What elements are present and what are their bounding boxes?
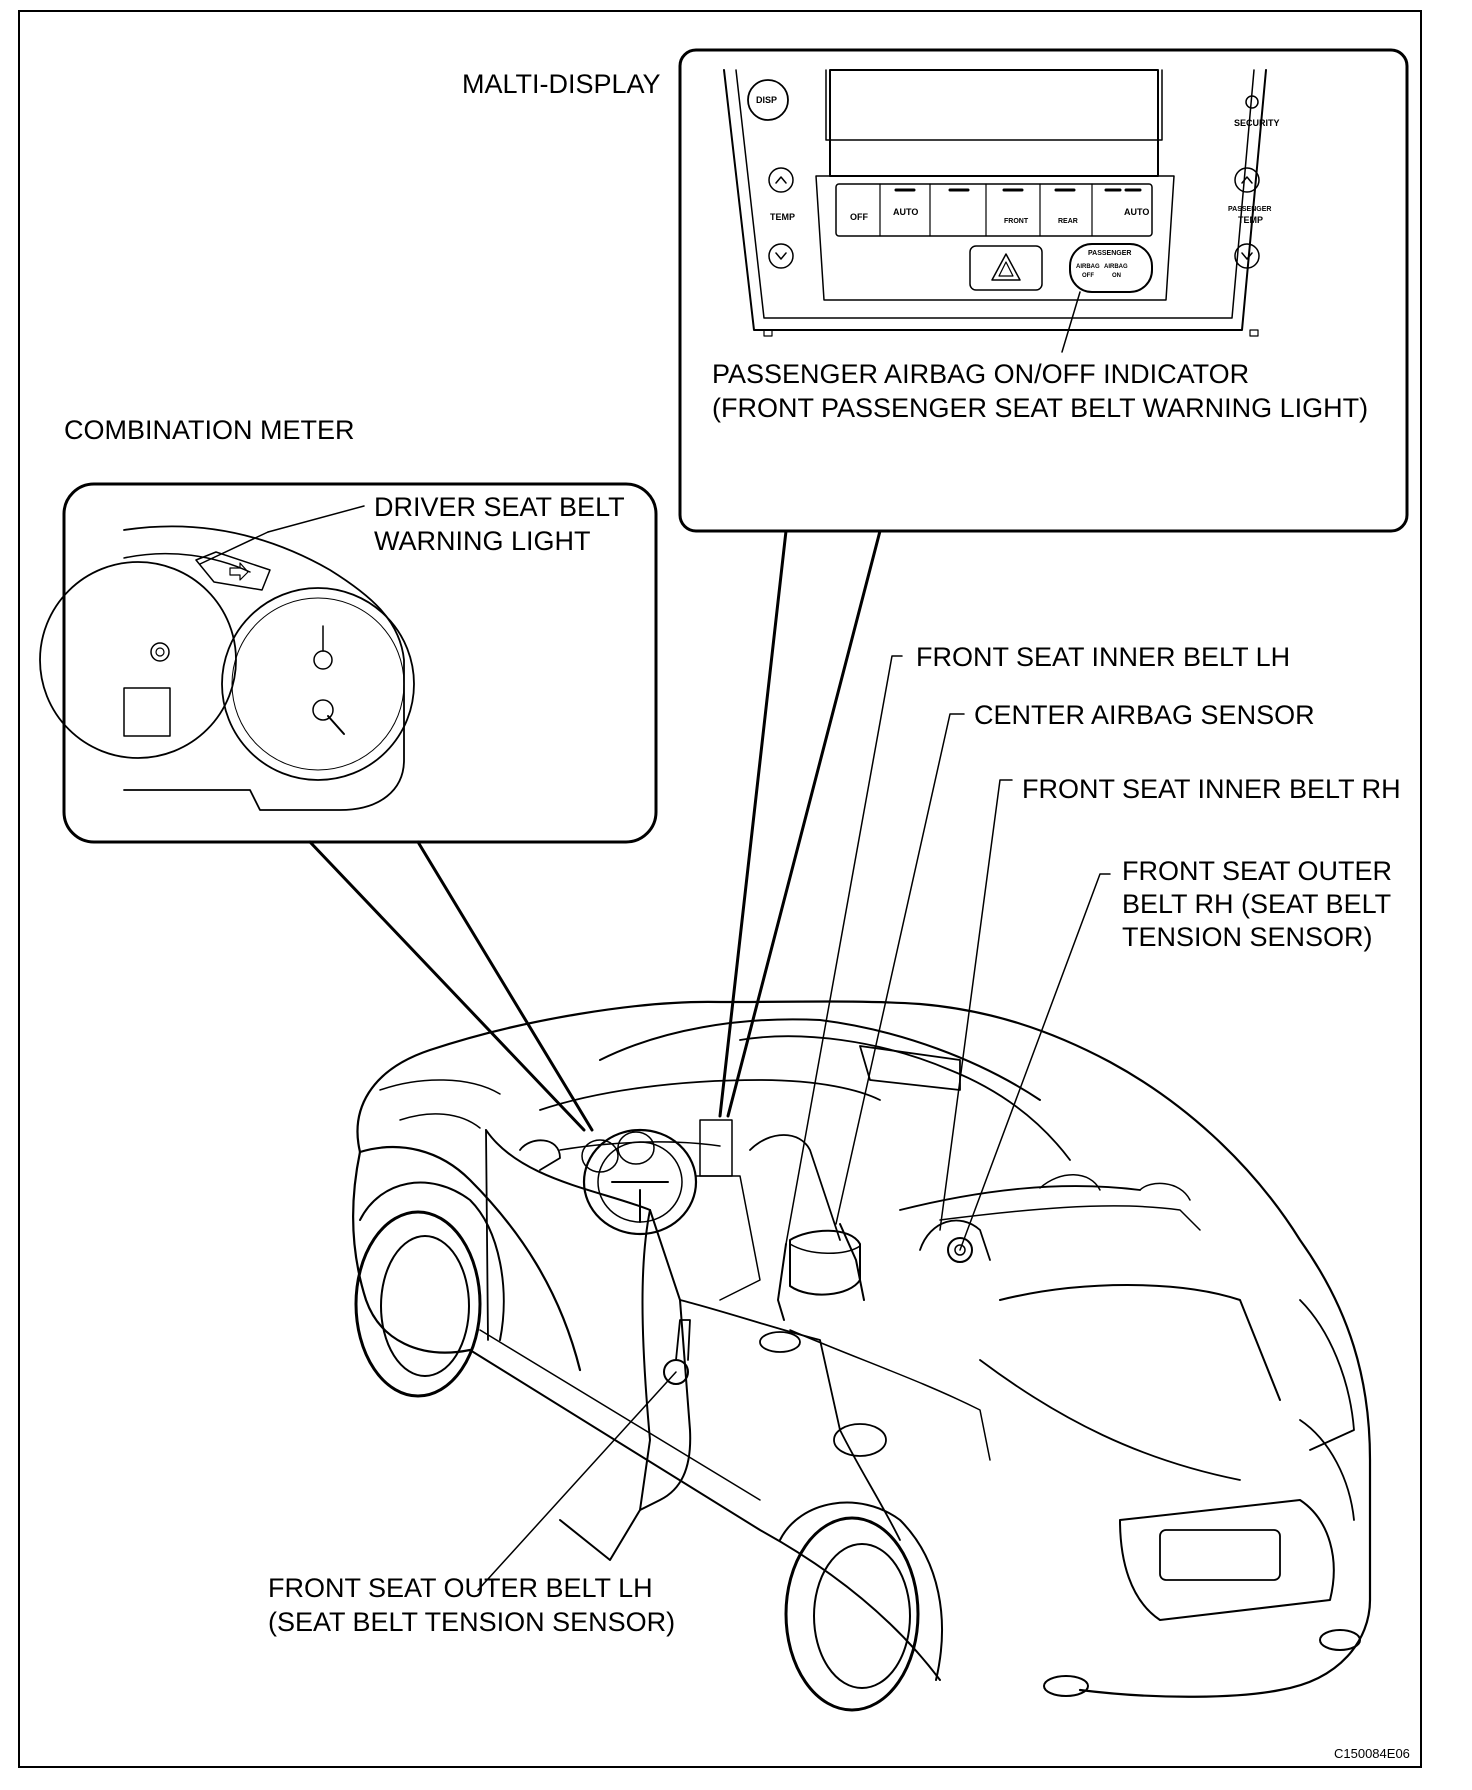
front-passenger-belt-warning-label: (FRONT PASSENGER SEAT BELT WARNING LIGHT… [712, 393, 1369, 423]
airbag-on-label-2: ON [1112, 273, 1121, 279]
rear-defrost-label: REAR [1058, 218, 1078, 225]
combination-meter-label: COMBINATION METER [64, 415, 355, 445]
car-illustration [352, 1000, 1372, 1712]
outer-belt-lh-label-line2: (SEAT BELT TENSION SENSOR) [268, 1607, 676, 1637]
passenger-temp-label-1: PASSENGER [1228, 206, 1272, 213]
center-airbag-sensor-label: CENTER AIRBAG SENSOR [974, 700, 1315, 730]
leader-lines [477, 655, 1111, 1591]
front-seat-inner-belt-rh-label: FRONT SEAT INNER BELT RH [1022, 774, 1401, 804]
figure-frame [18, 10, 1422, 1768]
combination-meter-callout [39, 482, 658, 844]
disp-button-label: DISP [756, 95, 778, 105]
driver-seat-belt-label-line2: WARNING LIGHT [374, 526, 591, 556]
figure-code: C150084E06 [1334, 1746, 1410, 1761]
front-seat-inner-belt-lh-label: FRONT SEAT INNER BELT LH [916, 642, 1291, 672]
outer-belt-rh-label-line1: FRONT SEAT OUTER [1122, 856, 1393, 886]
multi-display-callout [678, 48, 1409, 533]
fan-off-label: OFF [850, 212, 868, 222]
front-defrost-label: FRONT [1004, 218, 1029, 225]
passenger-airbag-panel-label: PASSENGER [1088, 250, 1132, 257]
multi-display-label: MALTI-DISPLAY [462, 69, 661, 99]
passenger-airbag-indicator-label: PASSENGER AIRBAG ON/OFF INDICATOR [712, 359, 1250, 389]
passenger-temp-label-2: TEMP [1238, 215, 1264, 225]
temp-left-label: TEMP [770, 212, 796, 222]
outer-belt-rh-label-line2: BELT RH (SEAT BELT [1122, 889, 1392, 919]
airbag-off-label-1: AIRBAG [1076, 264, 1100, 270]
auto-button-label: AUTO [893, 207, 919, 217]
callout-tails [308, 529, 882, 1132]
airbag-on-label-1: AIRBAG [1104, 264, 1128, 270]
security-label: SECURITY [1234, 118, 1280, 128]
outer-belt-rh-label-line3: TENSION SENSOR) [1122, 922, 1373, 952]
airbag-off-label-2: OFF [1082, 273, 1094, 279]
outer-belt-lh-label-line1: FRONT SEAT OUTER BELT LH [268, 1573, 653, 1603]
driver-seat-belt-label-line1: DRIVER SEAT BELT [374, 492, 625, 522]
auto-right-label: AUTO [1124, 207, 1150, 217]
